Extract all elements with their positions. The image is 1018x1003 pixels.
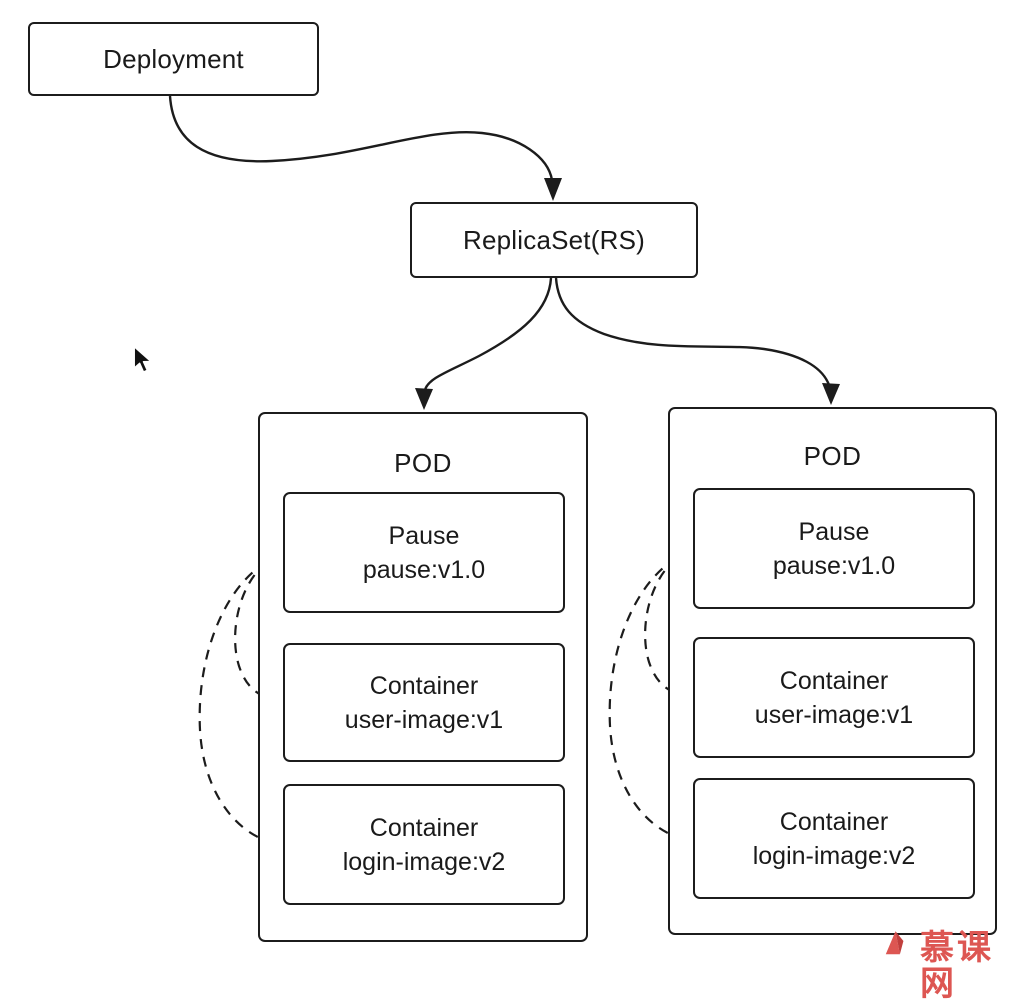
pod-left-pause-box[interactable]: Pause pause:v1.0	[283, 492, 565, 613]
pod-right[interactable]: POD Pause pause:v1.0 Container user-imag…	[668, 407, 997, 935]
arrow-replicaset-to-pod-right	[554, 277, 840, 405]
arrow-deployment-to-replicaset	[168, 95, 562, 201]
pod-right-title: POD	[803, 441, 862, 471]
mouse-cursor-icon	[133, 345, 152, 373]
pod-right-pause-box[interactable]: Pause pause:v1.0	[693, 488, 975, 609]
replicaset-node[interactable]: ReplicaSet(RS)	[410, 202, 698, 278]
arrow-replicaset-to-pod-left	[415, 277, 553, 410]
pause-image-label: pause:v1.0	[362, 555, 486, 584]
pause-image-label: pause:v1.0	[772, 551, 896, 580]
watermark-logo-icon	[885, 931, 904, 955]
container-name-label: Container	[779, 807, 889, 836]
container-name-label: Container	[779, 666, 889, 695]
pod-left-login-container-box[interactable]: Container login-image:v2	[283, 784, 565, 905]
pause-name-label: Pause	[388, 521, 460, 550]
pod-left-title: POD	[394, 448, 452, 478]
container-name-label: Container	[369, 671, 479, 700]
pod-right-login-container-box[interactable]: Container login-image:v2	[693, 778, 975, 899]
container-image-label: login-image:v2	[752, 841, 916, 870]
pod-left-user-container-box[interactable]: Container user-image:v1	[283, 643, 565, 762]
replicaset-label: ReplicaSet(RS)	[463, 224, 645, 255]
diagram-canvas: Deployment ReplicaSet(RS) POD Pause paus…	[28, 22, 997, 1002]
watermark: 慕课网	[884, 926, 1018, 1002]
deployment-label: Deployment	[103, 43, 244, 74]
container-name-label: Container	[369, 813, 479, 842]
deployment-node[interactable]: Deployment	[28, 22, 319, 96]
container-image-label: login-image:v2	[342, 847, 506, 876]
watermark-text: 慕课网	[920, 929, 995, 1003]
pod-right-user-container-box[interactable]: Container user-image:v1	[693, 637, 975, 758]
container-image-label: user-image:v1	[754, 700, 914, 729]
pod-left[interactable]: POD Pause pause:v1.0 Container user-imag…	[258, 412, 588, 942]
container-image-label: user-image:v1	[344, 705, 504, 734]
pause-name-label: Pause	[798, 517, 870, 546]
